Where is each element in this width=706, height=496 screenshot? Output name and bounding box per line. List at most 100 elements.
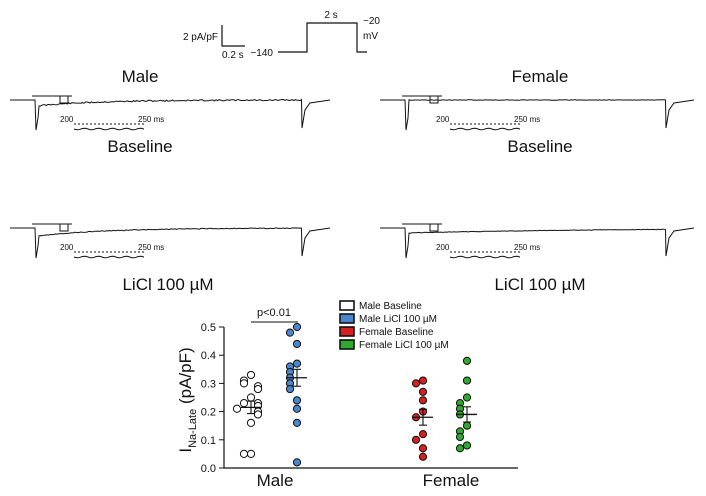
- data-point: [418, 444, 428, 453]
- data-point: [455, 432, 465, 442]
- data-point: [285, 328, 295, 337]
- data-point: [462, 421, 472, 430]
- female-baseline-zoom-box: [429, 95, 439, 104]
- data-point: [292, 322, 302, 332]
- female-baseline-window-end: 250 ms: [514, 115, 540, 124]
- y-axis-title: INa-Late (pA/pF): [176, 347, 199, 452]
- protocol-unit-label: mV: [363, 31, 378, 42]
- female-title: Female: [512, 67, 569, 86]
- y-tick-label: 0.0: [201, 463, 216, 475]
- protocol-holding-label: −140: [250, 48, 273, 59]
- x-tick-label: Female: [423, 471, 480, 490]
- trace-female-baseline: 200 250 ms: [380, 95, 695, 131]
- legend-label: Male Baseline: [359, 301, 422, 312]
- data-point: [411, 435, 421, 444]
- data-point: [462, 376, 472, 385]
- protocol-trace: [278, 22, 367, 53]
- female-baseline-label: Baseline: [507, 137, 572, 156]
- data-point: [462, 441, 472, 450]
- data-point: [418, 376, 428, 385]
- female-licl-window-end: 250 ms: [514, 243, 540, 252]
- data-point: [246, 449, 256, 458]
- data-point: [418, 396, 428, 405]
- male-licl-label: LiCl 100 µM: [122, 275, 213, 294]
- protocol-test-label: −20: [363, 16, 380, 27]
- male-licl-window-end: 250 ms: [138, 243, 164, 252]
- male-licl-window-trace: [73, 255, 145, 259]
- male-baseline-label: Baseline: [107, 137, 172, 156]
- legend-swatch: [339, 339, 355, 350]
- y-tick-label: 0.3: [201, 378, 216, 390]
- data-point: [292, 359, 302, 368]
- legend-label: Male LiCl 100 µM: [359, 314, 437, 325]
- male-licl-zoom-box: [59, 223, 69, 232]
- female-baseline-window-start: 200: [436, 115, 450, 124]
- y-tick-label: 0.2: [201, 407, 216, 419]
- legend-swatch: [339, 313, 355, 324]
- female-licl-zoom-box: [429, 223, 439, 232]
- data-point: [253, 384, 263, 394]
- data-point: [292, 404, 302, 413]
- legend-label: Female LiCl 100 µM: [359, 340, 449, 351]
- trace-male-licl: 200 250 ms: [10, 223, 331, 259]
- legend-label: Female Baseline: [359, 327, 434, 338]
- female-licl-label: LiCl 100 µM: [494, 275, 585, 294]
- voltage-protocol: 2 s −20 mV −140: [250, 10, 380, 59]
- male-baseline-current: [10, 98, 331, 131]
- scale-bar-x-label: 0.2 s: [222, 50, 244, 61]
- data-point: [246, 393, 256, 402]
- data-point: [292, 418, 302, 427]
- scatter-points: [232, 322, 472, 467]
- data-point: [239, 379, 249, 388]
- female-licl-window-trace: [449, 255, 521, 259]
- data-point: [285, 384, 295, 394]
- protocol-duration-label: 2 s: [324, 10, 337, 21]
- y-axis-title-unit: (pA/pF): [176, 347, 195, 408]
- significance-label: p<0.01: [257, 307, 291, 319]
- data-point: [253, 410, 263, 419]
- x-tick-label: Male: [257, 471, 294, 490]
- female-licl-current: [380, 227, 695, 259]
- male-title: Male: [122, 67, 159, 86]
- data-point: [418, 430, 428, 439]
- male-baseline-window-trace: [73, 127, 145, 131]
- data-point: [292, 339, 302, 349]
- data-point: [232, 404, 242, 413]
- scale-bar-lines: [221, 25, 245, 47]
- data-point: [292, 396, 302, 405]
- trace-male-baseline: 200 250 ms: [10, 95, 331, 131]
- data-point: [292, 458, 302, 467]
- male-baseline-zoom-box: [59, 95, 69, 104]
- male-baseline-window-end: 250 ms: [138, 115, 164, 124]
- significance: p<0.01: [251, 307, 298, 323]
- data-point: [239, 449, 249, 458]
- data-point: [418, 452, 428, 461]
- y-axis-title-sub: Na-Late: [187, 409, 199, 448]
- data-point: [455, 444, 465, 453]
- data-point: [462, 356, 472, 365]
- scatter-stats: [241, 368, 477, 426]
- male-licl-current: [10, 227, 331, 259]
- y-tick-label: 0.1: [201, 435, 216, 447]
- scale-bar: 2 pA/pF 0.2 s: [183, 25, 245, 61]
- data-point: [239, 399, 249, 408]
- female-baseline-window-trace: [449, 127, 521, 131]
- y-axis-title-main: I: [176, 448, 195, 453]
- legend-swatch: [339, 326, 355, 337]
- data-point: [462, 393, 472, 402]
- data-point: [411, 379, 421, 388]
- male-licl-window-start: 200: [60, 243, 74, 252]
- male-baseline-window-start: 200: [60, 115, 74, 124]
- legend-swatch: [339, 300, 355, 311]
- scale-bar-y-label: 2 pA/pF: [183, 32, 218, 43]
- data-point: [418, 387, 428, 396]
- y-tick-label: 0.4: [201, 350, 216, 362]
- data-point: [246, 370, 256, 380]
- data-point: [246, 418, 256, 427]
